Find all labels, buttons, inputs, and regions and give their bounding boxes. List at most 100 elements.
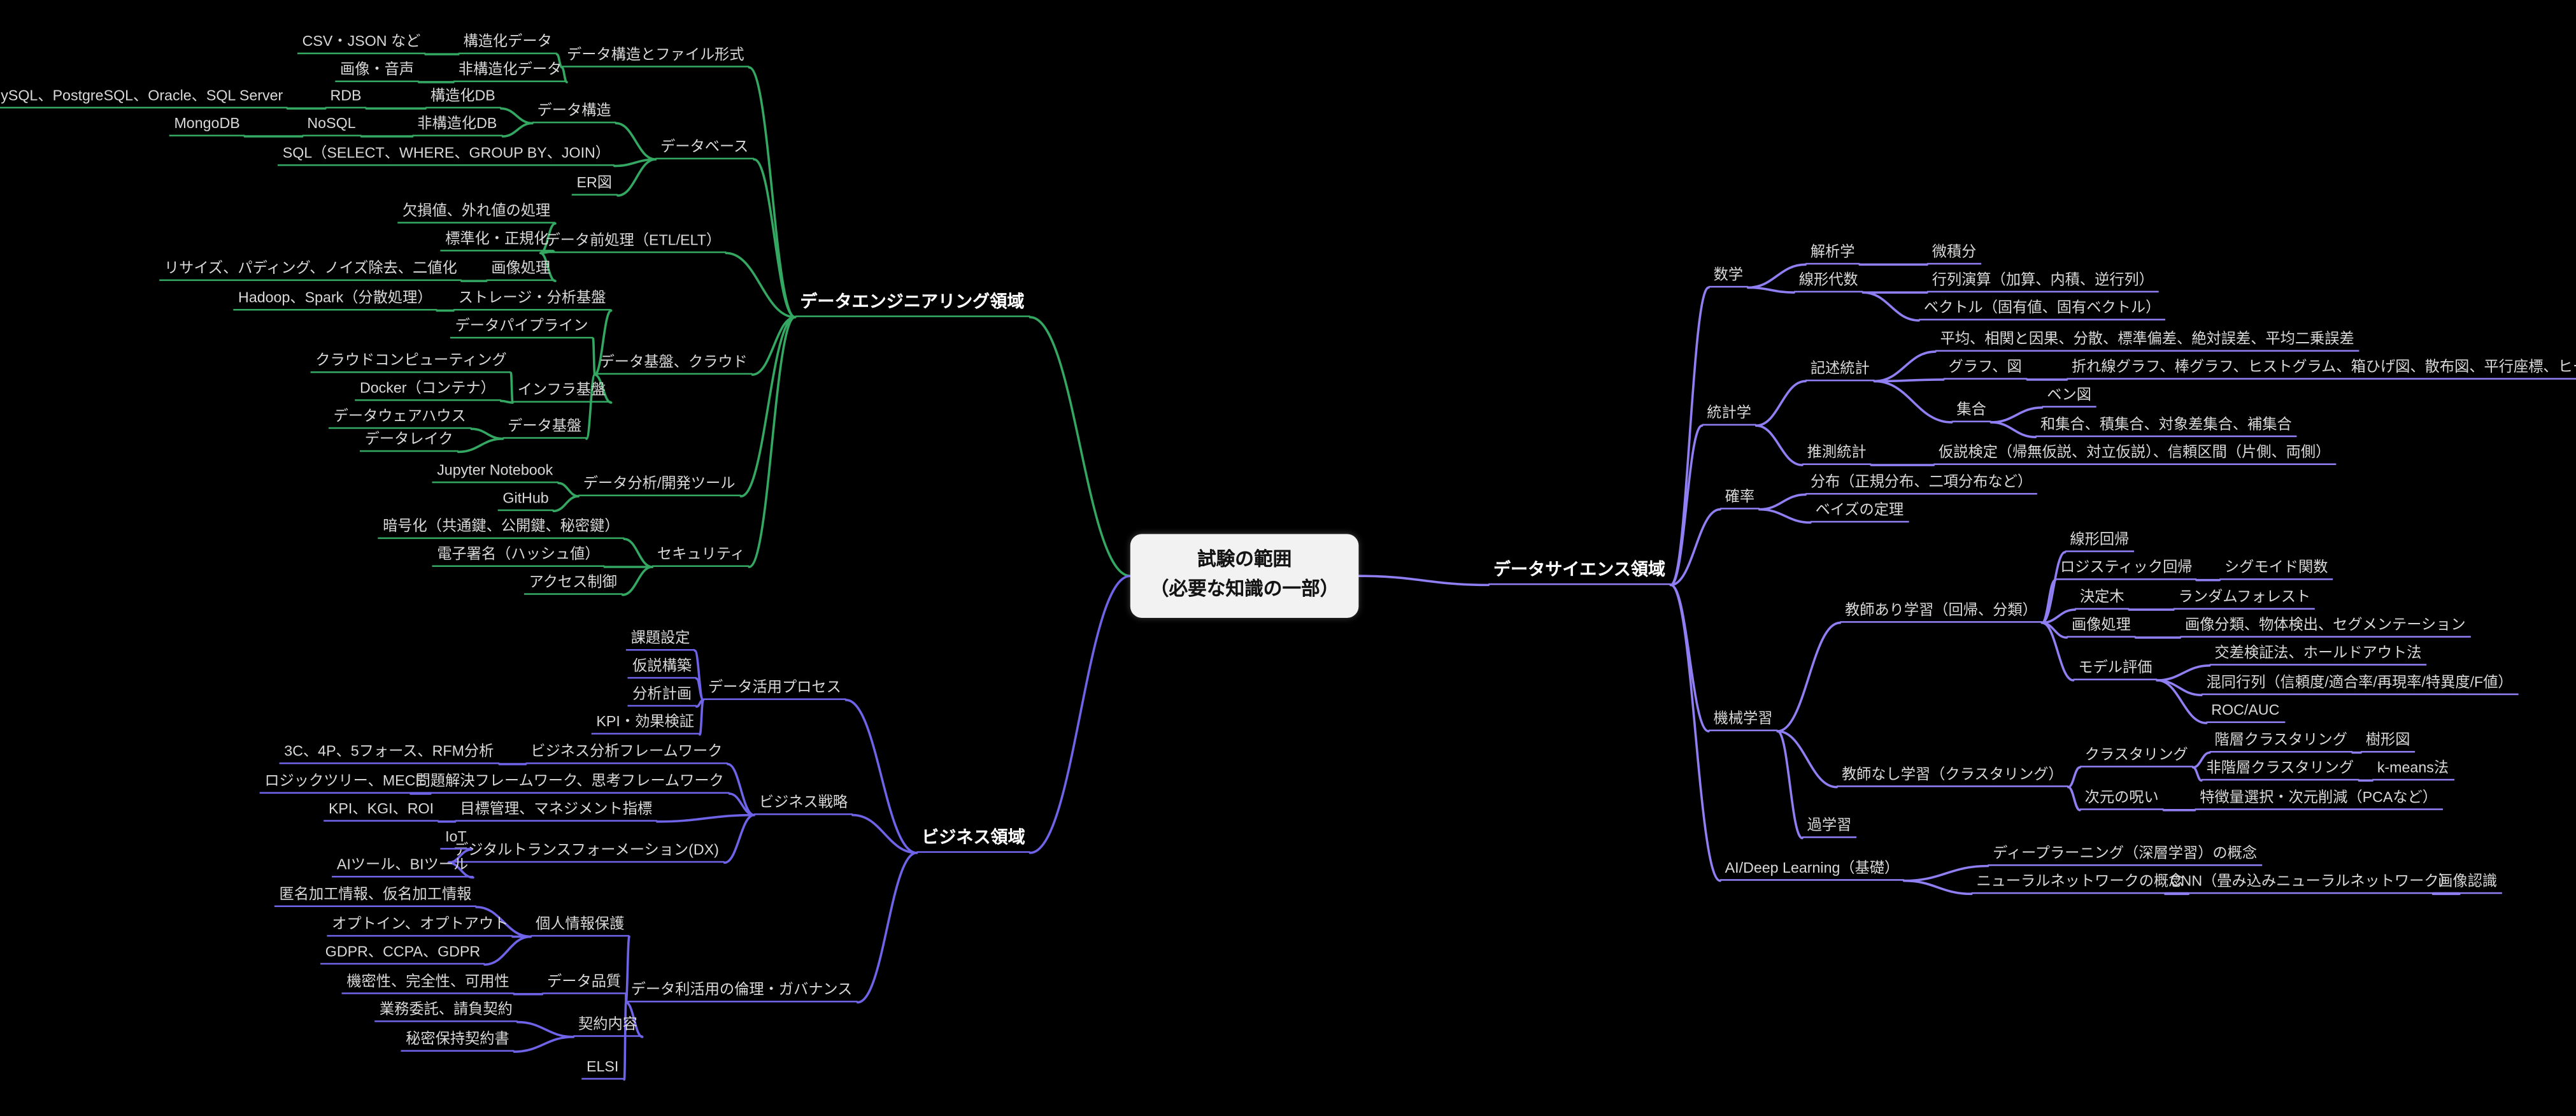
node-stat[interactable]: 統計学: [1702, 404, 1756, 426]
node-csv[interactable]: CSV・JSON など: [297, 33, 426, 55]
node-imgproc[interactable]: 画像処理: [486, 260, 555, 282]
node-cluster[interactable]: クラスタリング: [2079, 746, 2193, 768]
node-imgaudio[interactable]: 画像・音声: [335, 61, 419, 83]
node-gdpr[interactable]: GDPR、CCPA、GDPR: [320, 943, 485, 965]
node-curse[interactable]: 次元の呪い: [2079, 789, 2164, 811]
node-hypo[interactable]: 仮説構築: [627, 657, 697, 680]
node-unstdata[interactable]: 非構造化データ: [453, 61, 567, 83]
node-logreg[interactable]: ロジスティック回帰: [2055, 559, 2198, 581]
node-access[interactable]: アクセス制御: [523, 573, 622, 596]
node-featsel[interactable]: 特徴量選択・次元削減（PCAなど）: [2195, 789, 2442, 811]
node-jupyter[interactable]: Jupyter Notebook: [432, 462, 558, 484]
node-analysis[interactable]: 解析学: [1805, 243, 1860, 265]
node-linreg[interactable]: 線形回帰: [2065, 531, 2135, 553]
node-kmeans[interactable]: k-means法: [2372, 759, 2454, 782]
node-plan[interactable]: 分析計画: [627, 685, 697, 707]
node-nosql[interactable]: NoSQL: [302, 115, 361, 137]
node-esig[interactable]: 電子署名（ハッシュ値）: [432, 545, 605, 568]
node-infra2[interactable]: インフラ基盤: [512, 381, 611, 403]
node-dlake[interactable]: データレイク: [359, 431, 459, 453]
node-ai[interactable]: AI/Deep Learning（基礎）: [1719, 859, 1905, 882]
node-bayes[interactable]: ベイズの定理: [1810, 501, 1909, 523]
node-dstruct[interactable]: データ構造: [532, 102, 616, 124]
node-dfound[interactable]: データ基盤: [502, 417, 587, 440]
node-bframex[interactable]: 3C、4P、5フォース、RFM分析: [279, 743, 499, 765]
node-ethics[interactable]: データ利活用の倫理・ガバナンス: [625, 981, 858, 1003]
node-dx[interactable]: デジタルトランスフォーメーション(DX): [448, 841, 724, 863]
node-sec[interactable]: セキュリティ: [652, 545, 750, 568]
node-unsup[interactable]: 教師なし学習（クラスタリング）: [1837, 766, 2068, 788]
node-iot[interactable]: IoT: [440, 828, 472, 850]
node-resize[interactable]: リサイズ、パディング、ノイズ除去、二値化: [159, 260, 462, 282]
node-biz[interactable]: ビジネス領域: [916, 828, 1030, 854]
node-logictree[interactable]: ロジックツリー、MECE: [259, 772, 431, 794]
node-sql[interactable]: SQL（SELECT、WHERE、GROUP BY、JOIN）: [277, 145, 615, 167]
node-dist[interactable]: 分布（正規分布、二項分布など）: [1805, 473, 2037, 496]
node-github[interactable]: GitHub: [497, 490, 554, 512]
node-cv[interactable]: 交差検証法、ホールドアウト法: [2209, 644, 2427, 666]
node-overfit[interactable]: 過学習: [1802, 817, 1857, 839]
node-calculus[interactable]: 微積分: [1926, 243, 1982, 265]
node-df[interactable]: データ構造とファイル形式: [562, 46, 750, 68]
node-dtree[interactable]: 決定木: [2075, 589, 2130, 610]
node-matrix[interactable]: 行列演算（加算、内積、逆行列）: [1926, 271, 2159, 293]
node-storage[interactable]: ストレージ・分析基盤: [453, 289, 611, 311]
node-db[interactable]: データベース: [655, 138, 753, 160]
node-elsi[interactable]: ELSI: [581, 1058, 624, 1080]
node-eng[interactable]: データエンジニアリング領域: [795, 292, 1030, 318]
node-stdb[interactable]: 構造化DB: [425, 87, 501, 109]
node-hadoop[interactable]: Hadoop、Spark（分散処理）: [233, 289, 438, 311]
node-cloudc[interactable]: クラウドコンピューティング: [310, 352, 512, 374]
node-solve[interactable]: 問題解決フレームワーク、思考フレームワーク: [410, 772, 729, 794]
node-er[interactable]: ER図: [571, 174, 617, 196]
node-imgcls[interactable]: 画像分類、物体検出、セグメンテーション: [2180, 616, 2471, 638]
node-dwh[interactable]: データウェアハウス: [328, 408, 471, 429]
node-linalg[interactable]: 線形代数: [1794, 271, 1863, 293]
node-mlimg[interactable]: 画像処理: [2067, 616, 2136, 638]
node-graphex[interactable]: 折れ線グラフ、棒グラフ、ヒストグラム、箱ひげ図、散布図、平行座標、ヒートマップ、…: [2067, 358, 2576, 380]
node-vector[interactable]: ベクトル（固有値、固有ベクトル）: [1919, 299, 2166, 321]
node-stdata[interactable]: 構造化データ: [458, 33, 557, 55]
node-bframe[interactable]: ビジネス分析フレームワーク: [525, 743, 728, 765]
node-norm[interactable]: 標準化・正規化: [440, 230, 554, 252]
node-missing[interactable]: 欠損値、外れ値の処理: [397, 202, 555, 224]
node-desc[interactable]: 記述統計: [1805, 360, 1875, 382]
node-graphfig[interactable]: グラフ、図: [1943, 358, 2027, 380]
node-math[interactable]: 数学: [1708, 266, 1748, 289]
node-confmat[interactable]: 混同行列（信頼度/適合率/再現率/特異度/F値）: [2201, 674, 2518, 696]
node-prob[interactable]: 確率: [1719, 488, 1760, 510]
node-imgrec[interactable]: 画像認識: [2433, 873, 2502, 895]
node-mongo[interactable]: MongoDB: [169, 115, 245, 137]
node-issue[interactable]: 課題設定: [625, 629, 695, 652]
node-rdbex[interactable]: MySQL、PostgreSQL、Oracle、SQL Server: [0, 87, 288, 109]
node-setops[interactable]: 和集合、積集合、対象差集合、補集合: [2035, 416, 2297, 438]
node-pipeline[interactable]: データパイプライン: [450, 317, 594, 340]
node-nda[interactable]: 秘密保持契約書: [401, 1030, 515, 1052]
node-nn[interactable]: ニューラルネットワークの概念: [1971, 873, 2189, 895]
node-privacy[interactable]: 個人情報保護: [530, 915, 630, 938]
center-topic[interactable]: 試験の範囲 （必要な知識の一部）: [1130, 534, 1359, 618]
node-meanetc[interactable]: 平均、相関と因果、分散、標準偏差、絶対誤差、平均二乗誤差: [1935, 331, 2359, 352]
node-process[interactable]: データ活用プロセス: [703, 678, 846, 701]
node-optin[interactable]: オプトイン、オプトアウト: [327, 915, 514, 938]
node-dendro[interactable]: 樹形図: [2361, 731, 2416, 754]
node-sup[interactable]: 教師あり学習（回帰、分類）: [1840, 601, 2042, 624]
node-dinfra[interactable]: データ基盤、クラウド: [594, 354, 753, 375]
node-kpicheck[interactable]: KPI・効果検証: [591, 713, 699, 735]
node-roc[interactable]: ROC/AUC: [2206, 702, 2285, 724]
node-sci[interactable]: データサイエンス領域: [1488, 561, 1670, 585]
node-outsource[interactable]: 業務委託、請負契約: [374, 1001, 518, 1023]
node-ml[interactable]: 機械学習: [1708, 710, 1778, 732]
node-quality[interactable]: データ品質: [542, 973, 626, 995]
node-kpiex[interactable]: KPI、KGI、ROI: [324, 800, 439, 822]
node-hyptest[interactable]: 仮説検定（帰無仮説、対立仮説）、信頼区間（片側、両側）: [1933, 444, 2336, 466]
node-strategy[interactable]: ビジネス戦略: [754, 794, 853, 816]
node-rforest[interactable]: ランダムフォレスト: [2173, 589, 2316, 610]
node-tools[interactable]: データ分析/開発ツール: [578, 475, 741, 497]
node-nonhier[interactable]: 非階層クラスタリング: [2201, 759, 2359, 782]
node-prep[interactable]: データ前処理（ETL/ELT）: [540, 232, 726, 254]
node-sigmoid[interactable]: シグモイド関数: [2219, 559, 2333, 581]
node-cia[interactable]: 機密性、完全性、可用性: [341, 973, 515, 995]
node-anon[interactable]: 匿名加工情報、仮名加工情報: [274, 885, 477, 908]
node-rdb[interactable]: RDB: [325, 87, 367, 109]
